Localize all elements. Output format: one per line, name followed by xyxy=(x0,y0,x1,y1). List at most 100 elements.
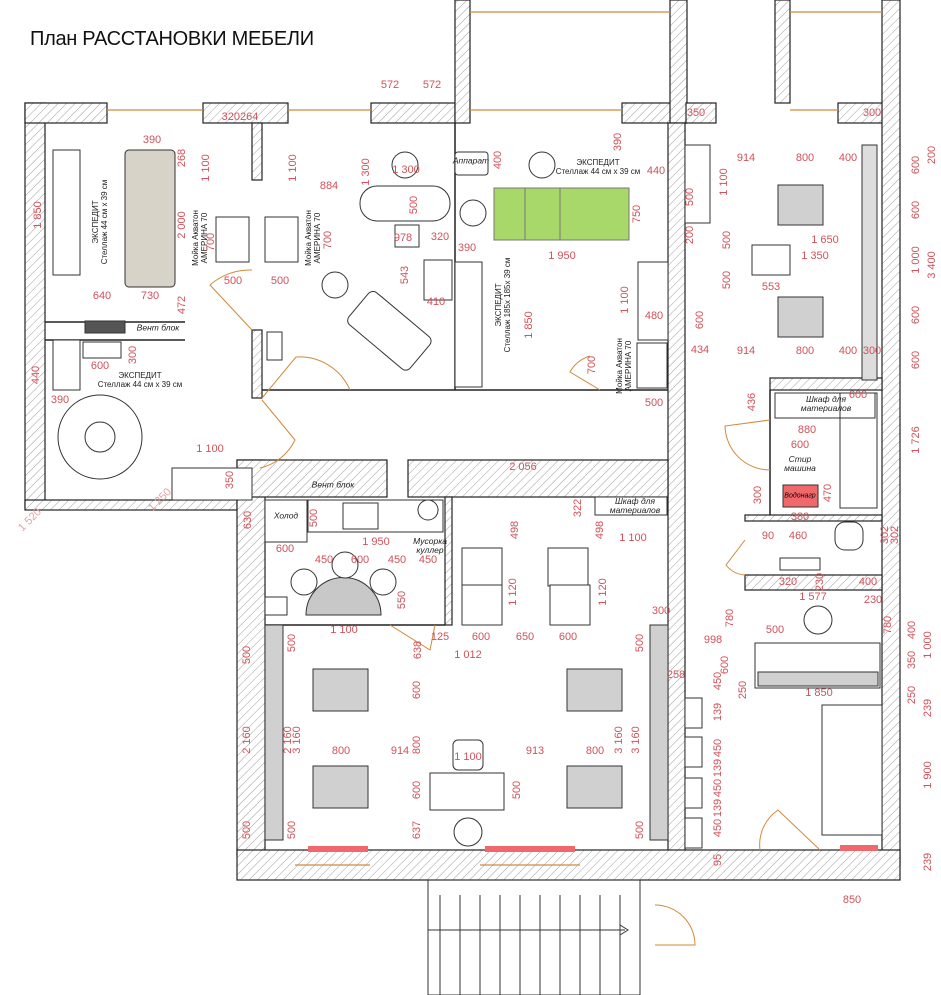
dimension-label: 200 xyxy=(926,145,938,165)
wash-basin xyxy=(461,547,503,587)
wall-shelf xyxy=(264,624,284,841)
dimension-label: 350 xyxy=(906,650,918,670)
dimension-label: 500 xyxy=(270,275,290,287)
dimension-label: 3 160 xyxy=(291,726,303,754)
chair xyxy=(453,817,483,847)
toilet xyxy=(834,521,864,551)
dimension-label: 553 xyxy=(761,281,781,293)
dimension-label: 2 000 xyxy=(176,211,188,239)
wall xyxy=(24,499,238,511)
dimension-label: 450 xyxy=(712,778,724,798)
dimension-label: 500 xyxy=(223,275,243,287)
stool xyxy=(528,151,556,179)
walls xyxy=(24,0,901,881)
dimension-label: 914 xyxy=(736,152,756,164)
cabinet xyxy=(774,392,876,419)
dimension-label: 320264 xyxy=(221,111,259,123)
dimension-label: 239 xyxy=(922,698,934,718)
dimension-label: 1 577 xyxy=(799,591,827,603)
water-heater xyxy=(782,484,819,508)
dimension-label: 638 xyxy=(412,640,424,660)
dimension-label: 650 xyxy=(515,631,535,643)
dimension-label: 95 xyxy=(712,853,724,867)
dimension-label: 600 xyxy=(350,554,370,566)
dimension-label: 500 xyxy=(308,508,320,528)
dimension-label: 1 726 xyxy=(910,426,922,454)
dimension-label: 139 xyxy=(712,758,724,778)
page-title: План РАССТАНОВКИ МЕБЕЛИ xyxy=(30,28,314,50)
dimension-label: 1 850 xyxy=(32,201,44,229)
dimension-label: 400 xyxy=(838,345,858,357)
furniture xyxy=(52,144,883,852)
desk xyxy=(429,772,505,811)
dimension-label: 450 xyxy=(314,554,334,566)
dimension-label: 410 xyxy=(426,296,446,308)
dimension-label: 1 120 xyxy=(507,578,519,606)
dimension-label: 90 xyxy=(761,530,775,542)
barber-chair xyxy=(566,765,623,809)
dimension-label: 630 xyxy=(242,510,254,530)
cabinet xyxy=(423,259,453,301)
dimension-label: 800 xyxy=(411,735,423,755)
vent-block xyxy=(84,320,126,334)
wall xyxy=(669,0,688,124)
barber-chair xyxy=(312,668,369,712)
dimension-label: 440 xyxy=(30,365,42,385)
wall xyxy=(769,377,883,391)
dimension-label: 472 xyxy=(176,295,188,315)
dimension-label: 1 012 xyxy=(454,649,482,661)
sink xyxy=(82,341,122,359)
barber-chair xyxy=(566,668,623,712)
dimension-label: 1 100 xyxy=(287,154,299,182)
dimension-label: 268 xyxy=(176,148,188,168)
dimension-label: 498 xyxy=(594,520,606,540)
chair xyxy=(394,224,420,248)
wall xyxy=(744,514,883,522)
dimension-label: 500 xyxy=(684,187,696,207)
dimension-label: 460 xyxy=(788,530,808,542)
wall xyxy=(236,459,388,498)
dimension-label: 3 160 xyxy=(613,726,625,754)
dimension-label: 440 xyxy=(646,165,666,177)
cosmetology-chair xyxy=(347,290,432,371)
dimension-label: 884 xyxy=(319,180,339,192)
dimension-label: 700 xyxy=(205,232,217,252)
dimension-label: 600 xyxy=(411,680,423,700)
dimension-label: 600 xyxy=(471,631,491,643)
chair xyxy=(452,739,484,771)
dimension-label: 139 xyxy=(712,798,724,818)
dimension-label: 390 xyxy=(612,132,624,152)
dimension-label: 250 xyxy=(737,680,749,700)
sink xyxy=(636,342,668,389)
doors xyxy=(209,269,821,946)
dimension-label: 600 xyxy=(910,350,922,370)
dimension-label: 125 xyxy=(430,631,450,643)
dimension-label: 600 xyxy=(90,360,110,372)
dimension-label: 300 xyxy=(862,107,882,119)
wall xyxy=(202,102,289,124)
seat xyxy=(684,777,703,809)
dimension-label: 500 xyxy=(286,820,298,840)
wall xyxy=(444,496,453,626)
dimension-label: 450 xyxy=(387,554,407,566)
dimension-label: 300 xyxy=(651,605,671,617)
cabinet xyxy=(171,467,253,501)
dimension-label: 450 xyxy=(712,818,724,838)
dimension-label: 230 xyxy=(814,572,826,592)
dimension-label: 436 xyxy=(746,392,758,412)
wall xyxy=(251,122,263,181)
dimension-label: 3 160 xyxy=(630,726,642,754)
dimension-label: 400 xyxy=(906,620,918,640)
dimension-label: 500 xyxy=(644,397,664,409)
seat xyxy=(684,736,703,768)
dimension-label: 1 100 xyxy=(196,443,224,455)
sofa xyxy=(821,704,883,836)
couch-table xyxy=(124,149,176,288)
stairs xyxy=(427,879,641,995)
